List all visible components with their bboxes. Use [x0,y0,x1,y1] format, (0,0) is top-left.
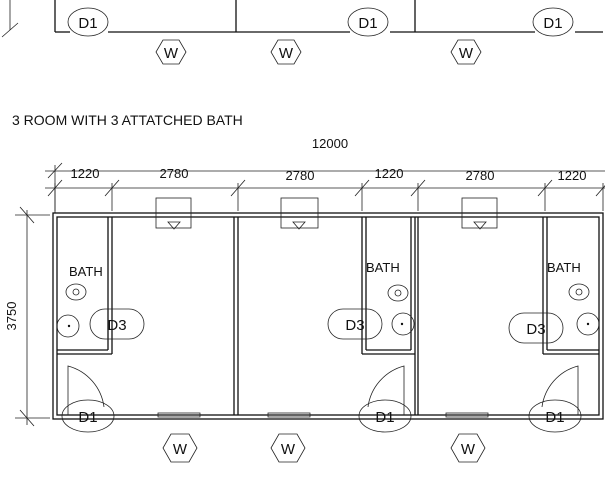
door-label: D1 [78,15,97,32]
door-tag-d3: D3 [508,312,564,344]
door-tag-d1 [532,7,574,37]
bottom-windows [157,412,489,418]
partial-plan-above: D1 D1 D1 W W W [1,0,603,65]
svg-text:W: W [279,45,294,62]
height-dimension: 3750 [4,302,19,331]
svg-text:1220: 1220 [375,166,404,181]
dimension-lines: 12000 1220 2780 2780 1220 2780 1220 3750 [4,136,605,427]
svg-text:W: W [164,45,179,62]
overall-dimension: 12000 [312,136,348,151]
svg-text:D3: D3 [345,317,364,334]
sink-icon [56,314,80,338]
toilet-icon [387,284,409,302]
svg-text:W: W [173,441,188,458]
door-tag-d1: D1 [358,399,412,433]
window-tag: W [450,433,486,463]
window-tag: W [155,39,187,65]
svg-text:W: W [281,441,296,458]
svg-text:W: W [461,441,476,458]
svg-text:2780: 2780 [286,168,315,183]
door-tag-d1 [67,7,109,37]
door-tag-d1: D1 [528,399,582,433]
door-label: D1 [543,15,562,32]
door-swings [67,365,579,415]
bath-label: BATH [366,260,400,275]
door-tag-d3: D3 [89,308,145,340]
bath-label: BATH [547,260,581,275]
svg-text:D1: D1 [78,409,97,426]
window-tag: W [270,39,302,65]
svg-text:2780: 2780 [466,168,495,183]
window-tag: W [270,433,306,463]
top-windows [155,197,498,230]
walls [52,212,604,420]
bath-label: BATH [69,264,103,279]
window-tag: W [450,39,482,65]
svg-text:W: W [459,45,474,62]
window-tag: W [162,433,198,463]
svg-text:D3: D3 [526,321,545,338]
svg-text:1220: 1220 [71,166,100,181]
svg-text:2780: 2780 [160,166,189,181]
sink-icon [391,312,415,336]
toilet-icon [568,283,590,301]
door-tag-d1 [347,7,389,37]
door-label: D1 [358,15,377,32]
door-tag-d3: D3 [327,308,383,340]
toilet-icon [65,283,87,301]
svg-text:D3: D3 [107,317,126,334]
svg-text:D1: D1 [375,409,394,426]
svg-text:1220: 1220 [558,168,587,183]
sink-icon [576,312,600,336]
bath-fixtures [56,283,600,338]
plan-title: 3 ROOM WITH 3 ATTATCHED BATH [12,112,243,128]
svg-text:D1: D1 [545,409,564,426]
door-tag-d1: D1 [61,399,115,433]
